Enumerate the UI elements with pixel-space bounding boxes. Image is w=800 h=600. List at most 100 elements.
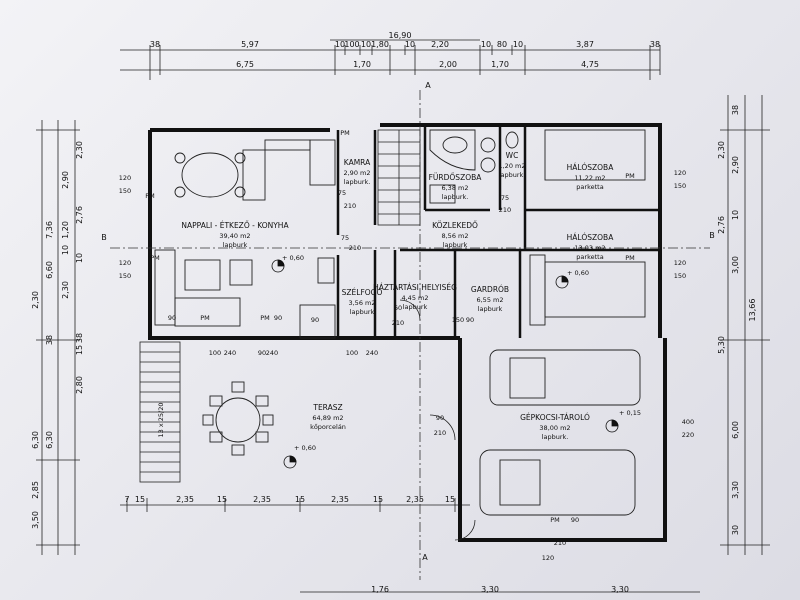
- top-dim-label: 1,70: [491, 60, 509, 69]
- opening-dim-label: 210: [434, 429, 446, 437]
- opening-dim-label: 100: [346, 349, 358, 357]
- room-name-haztartasi: HÁZTARTÁSI HELYISÉG: [373, 283, 457, 292]
- room-area-haloszoba2: 13,03 m2: [574, 244, 605, 252]
- room-floor-haztartasi: lapburk: [403, 303, 428, 311]
- opening-dim-label: 120: [674, 169, 686, 177]
- room-name-haloszoba2: HÁLÓSZOBA: [567, 233, 615, 242]
- level-value: + 0,60: [567, 269, 589, 277]
- section-marker-a: A: [425, 81, 431, 90]
- opening-dim-label: 220: [682, 431, 694, 439]
- opening-dim-label: 150: [119, 272, 131, 280]
- room-area-terasz: 64,89 m2: [312, 414, 343, 422]
- opening-dim-label: 90: [168, 314, 176, 322]
- opening-dim-label: 120: [119, 259, 131, 267]
- room-floor-furdo: lapburk.: [442, 193, 469, 201]
- top-dimension-chain: [120, 39, 661, 80]
- top-dim-label: 1,80: [371, 40, 389, 49]
- door-type-label: PM: [625, 172, 635, 180]
- room-floor-kozlekedo: lapburk: [443, 241, 468, 249]
- left-dim-label: 1,20: [61, 221, 70, 239]
- room-name-terasz: TERASZ: [312, 403, 342, 412]
- opening-dim-label: 240: [266, 349, 278, 357]
- top-dim-label: 1,70: [353, 60, 371, 69]
- right-dim-label: 38: [731, 105, 740, 115]
- opening-dim-label: 150: [674, 272, 686, 280]
- opening-dim-label: 120: [674, 259, 686, 267]
- door-type-label: PM: [260, 314, 270, 322]
- top-dim-label: 3,87: [576, 40, 594, 49]
- door-type-label: PM: [340, 129, 350, 137]
- opening-dim-label: 75: [338, 189, 346, 197]
- opening-dim-label: 90: [571, 516, 579, 524]
- level-value: + 0,60: [294, 444, 316, 452]
- opening-dim-label: 210: [392, 319, 404, 327]
- right-dim-label: 13,66: [748, 299, 757, 322]
- level-value: + 0,60: [282, 254, 304, 262]
- section-lines: [110, 90, 710, 580]
- opening-dim-label: 75: [501, 194, 509, 202]
- room-area-nappali: 39,40 m2: [219, 232, 250, 240]
- left-dim-label: 2,85: [31, 481, 40, 499]
- door-type-label: PM: [625, 254, 635, 262]
- right-dim-label: 6,00: [731, 421, 740, 439]
- left-dimension-chains: [36, 120, 80, 555]
- bathroom-fixtures: [429, 129, 519, 204]
- room-area-haloszoba1: 11,22 m2: [574, 174, 605, 182]
- room-floor-nappali: lapburk: [223, 241, 248, 249]
- left-dim-label: 38: [75, 333, 84, 343]
- bedroom-furniture: [529, 129, 646, 326]
- bottom-dim-label: 3,30: [611, 585, 629, 594]
- living-furniture: [154, 139, 336, 339]
- top-dim-label: 10: [513, 40, 523, 49]
- room-area-kamra: 2,90 m2: [343, 169, 370, 177]
- terrace-dining-set: [202, 381, 274, 456]
- bottom-dim-label: 2,35: [406, 495, 424, 504]
- door-type-label: PM: [200, 314, 210, 322]
- opening-dim-label: 120: [542, 554, 554, 562]
- top-dim-label: 2,00: [439, 60, 457, 69]
- bottom-dim-label: 2,35: [331, 495, 349, 504]
- top-dim-label: 6,75: [236, 60, 254, 69]
- opening-dim-label: 210: [499, 206, 511, 214]
- opening-dim-label: 60: [394, 304, 402, 312]
- section-marker-b: B: [709, 231, 715, 240]
- right-dim-label: 3,30: [731, 481, 740, 499]
- opening-dim-label: 75: [341, 234, 349, 242]
- bottom-dim-label: 15: [373, 495, 383, 504]
- bottom-dim-label: 15: [135, 495, 145, 504]
- room-name-kamra: KAMRA: [344, 158, 371, 167]
- section-marker-a: A: [422, 553, 428, 562]
- right-dim-label: 2,90: [731, 156, 740, 174]
- room-name-nappali: NAPPALI - ÉTKEZŐ - KONYHA: [181, 221, 289, 230]
- top-dim-label: 10: [481, 40, 491, 49]
- opening-dim-label: 150: [119, 187, 131, 195]
- room-name-garazs: GÉPKOCSI-TÁROLÓ: [520, 413, 590, 422]
- opening-dim-label: 90: [466, 316, 474, 324]
- bottom-dim-label: 15: [217, 495, 227, 504]
- room-name-furdo: FÜRDŐSZOBA: [429, 173, 483, 182]
- room-name-kozlekedo: KÖZLEKEDŐ: [432, 221, 478, 230]
- left-dim-label: 2,30: [75, 141, 84, 159]
- door-type-label: PM: [145, 192, 155, 200]
- left-dim-label: 7,36: [45, 221, 54, 239]
- inner-walls: [336, 125, 660, 338]
- top-dim-label: 10: [335, 40, 345, 49]
- top-dim-label: 100: [344, 40, 359, 49]
- level-markers: [271, 259, 619, 469]
- garage-cars: [479, 349, 641, 516]
- bottom-dim-label: 7: [124, 495, 129, 504]
- opening-dim-label: 90: [274, 314, 282, 322]
- bottom-dim-label: 15: [295, 495, 305, 504]
- opening-dim-label: 120: [119, 174, 131, 182]
- opening-dim-label: 400: [682, 418, 694, 426]
- section-marker-b: B: [101, 233, 107, 242]
- opening-dim-label: 210: [344, 202, 356, 210]
- bottom-dim-label: 2,35: [176, 495, 194, 504]
- left-dim-label: 2,30: [61, 281, 70, 299]
- door-type-label: PM: [150, 254, 160, 262]
- left-dim-label: 2,76: [75, 206, 84, 224]
- room-area-furdo: 6,38 m2: [441, 184, 468, 192]
- room-floor-terasz: kőporcelán: [310, 422, 346, 431]
- opening-dim-label: 90: [311, 316, 319, 324]
